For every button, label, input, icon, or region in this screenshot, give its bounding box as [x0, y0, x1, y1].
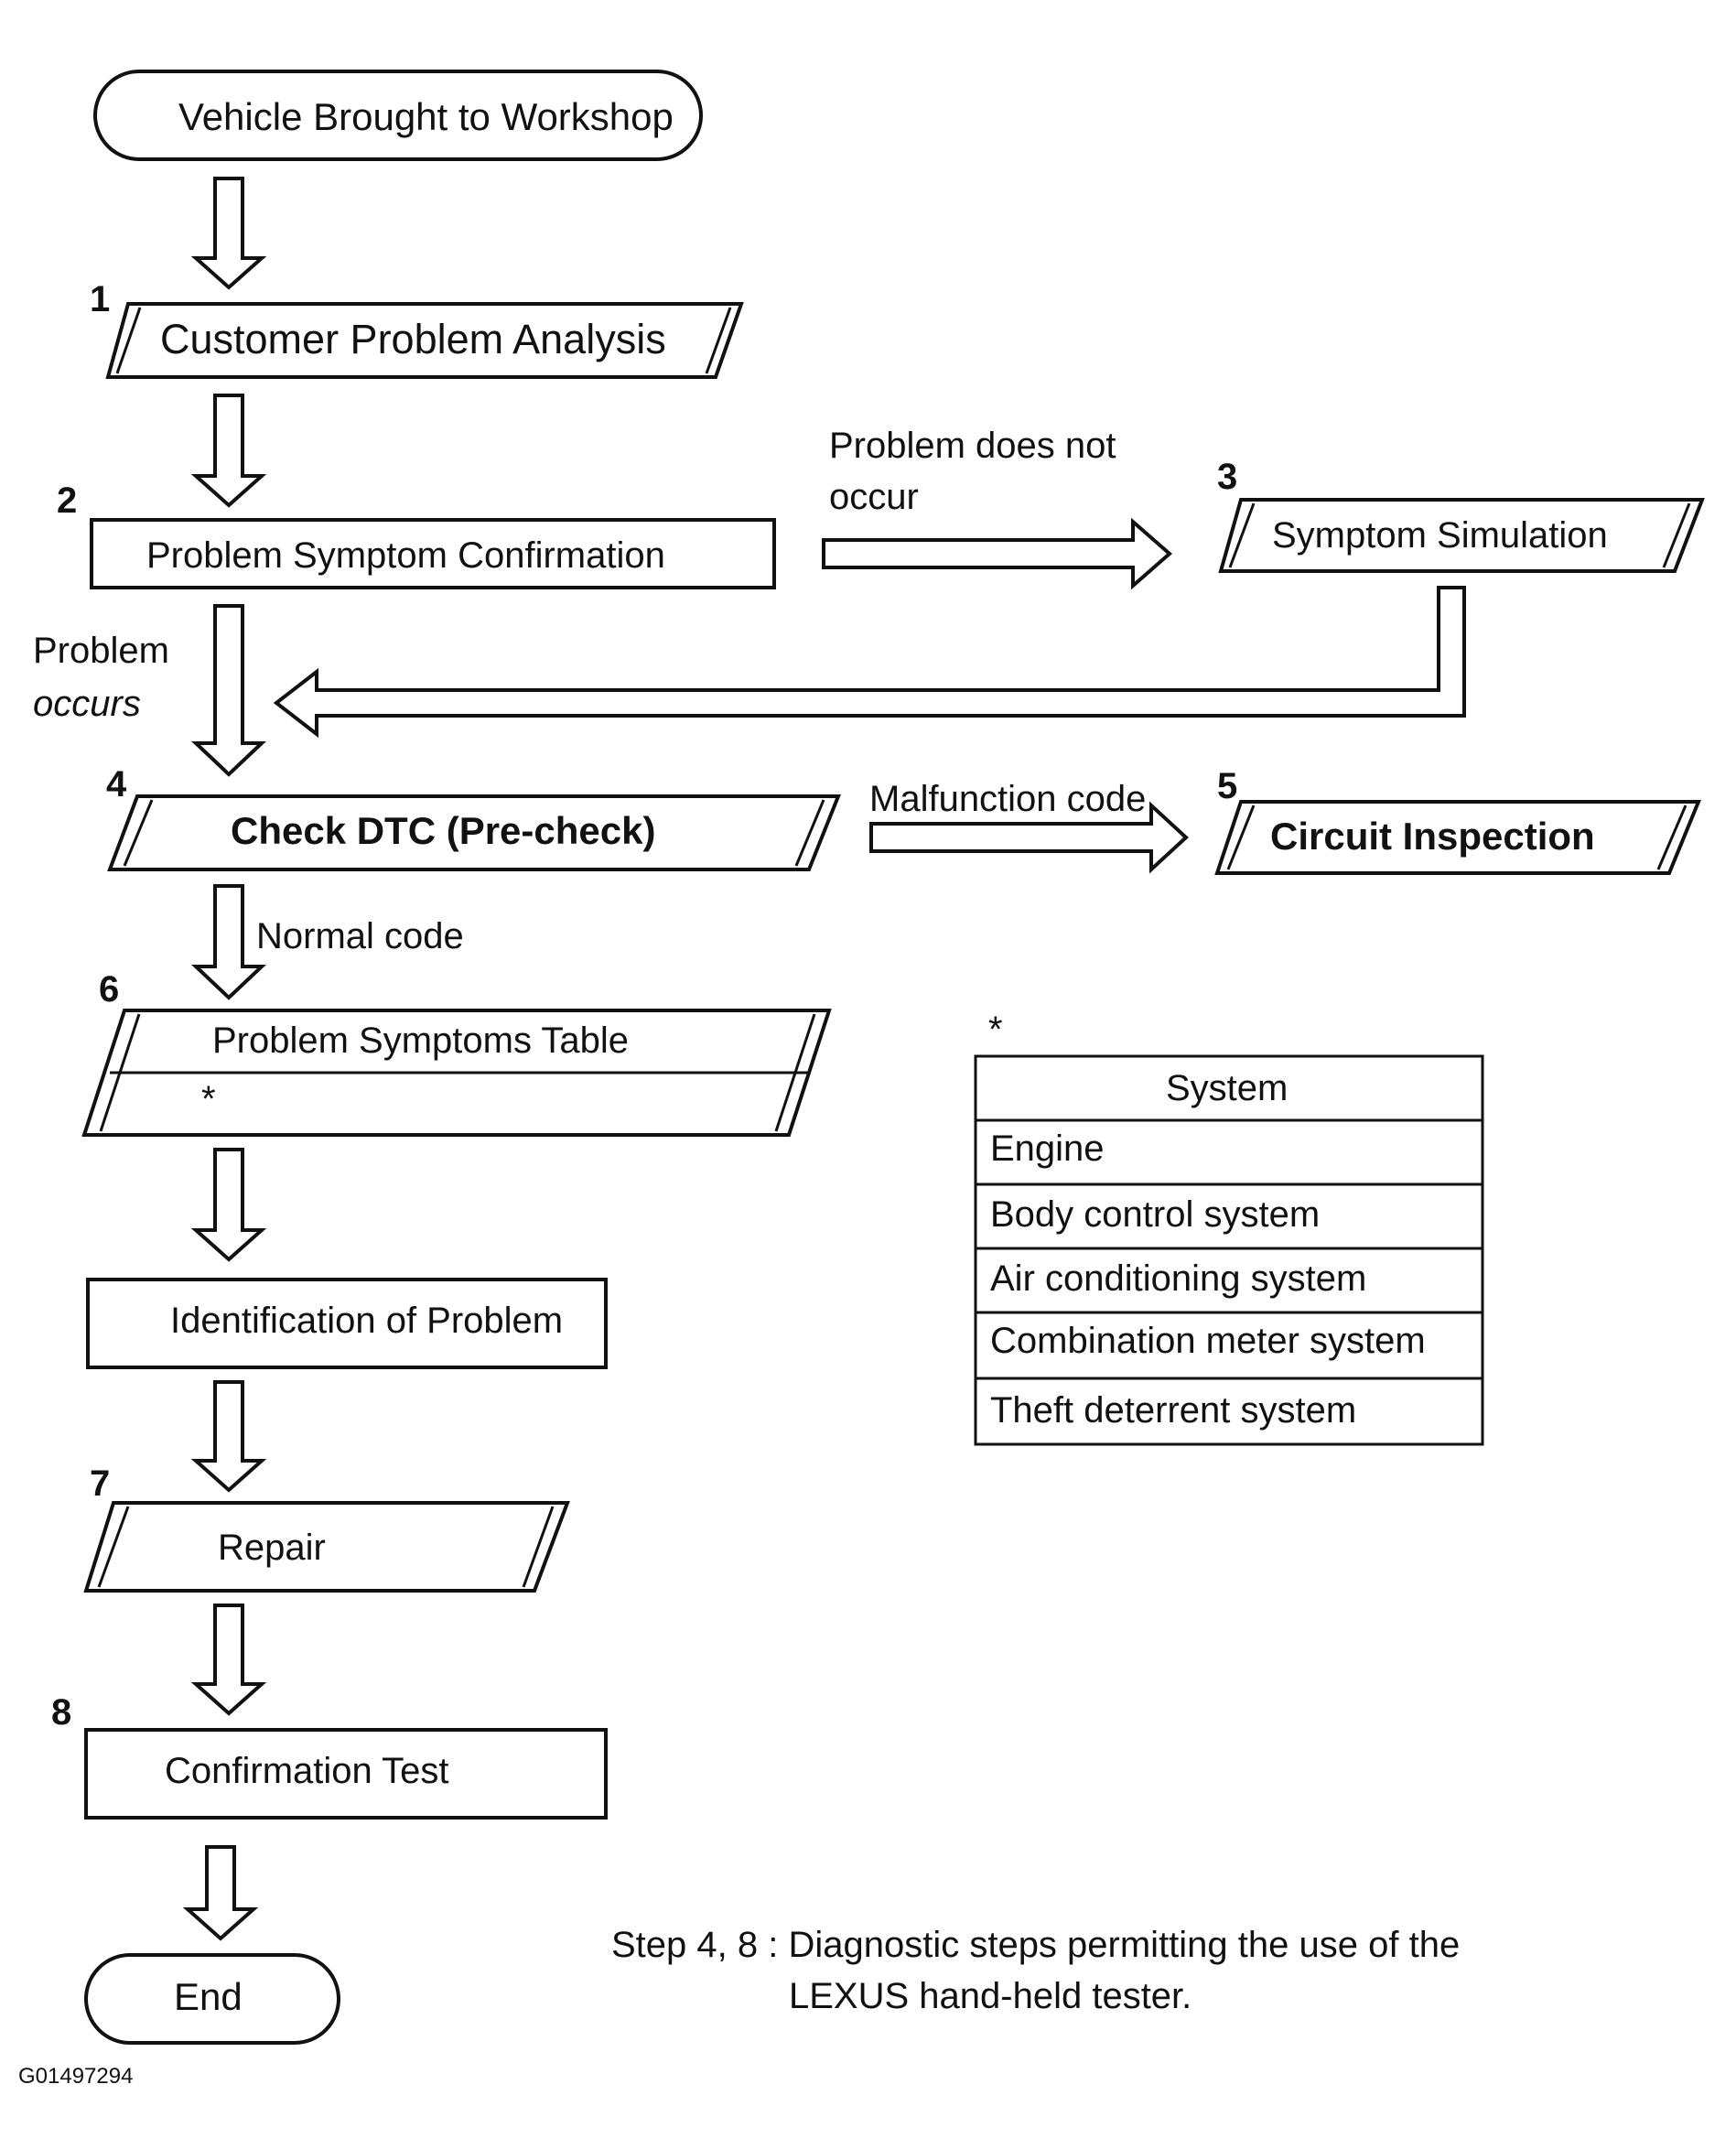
- arrow-down: [190, 1380, 267, 1493]
- step-8-shape: [84, 1728, 608, 1820]
- step-6-label: Problem Symptoms Table: [212, 1021, 629, 1061]
- arrow-down: [190, 1604, 267, 1716]
- arrow-right: [869, 801, 1189, 874]
- identification-label: Identification of Problem: [170, 1301, 563, 1341]
- step-1-number: 1: [90, 279, 110, 319]
- step-4-shape: [107, 794, 841, 871]
- end-label: End: [174, 1975, 243, 2018]
- step-1-inner-line: [115, 307, 142, 374]
- step-2-number: 2: [57, 481, 77, 521]
- start-terminator: [93, 70, 703, 161]
- footnote-line-2: LEXUS hand-held tester.: [789, 1976, 1191, 2016]
- system-table: [974, 1054, 1484, 1446]
- edge-label-malfunction: Malfunction code: [869, 779, 1146, 819]
- edge-label-not-occur: occur: [829, 477, 919, 517]
- step-8-number: 8: [51, 1692, 71, 1733]
- arrow-return: [273, 586, 1466, 739]
- step-8-label: Confirmation Test: [165, 1751, 449, 1791]
- step-4-inner-line: [794, 799, 825, 867]
- identification-shape: [86, 1278, 608, 1369]
- arrow-down: [182, 1845, 259, 1941]
- system-table-marker: *: [988, 1010, 1003, 1050]
- step-7-number: 7: [90, 1463, 110, 1504]
- edge-label-occurs: Problem: [33, 631, 169, 671]
- step-1-inner-line: [705, 307, 732, 374]
- arrow-right: [822, 517, 1173, 590]
- system-table-row: Combination meter system: [990, 1321, 1426, 1361]
- system-table-header: System: [1166, 1068, 1288, 1108]
- system-table-row: Air conditioning system: [990, 1258, 1366, 1299]
- step-3-shape: [1218, 498, 1705, 573]
- step-6-number: 6: [99, 969, 119, 1010]
- step-5-inner-line: [1226, 805, 1256, 870]
- step-4-inner-line: [123, 799, 154, 867]
- system-table-row: Theft deterrent system: [990, 1390, 1356, 1431]
- step-3-number: 3: [1217, 457, 1237, 497]
- step-3-inner-line: [1662, 502, 1691, 568]
- step-5-number: 5: [1217, 766, 1237, 806]
- step-7-inner-line: [97, 1506, 130, 1588]
- step-2-shape: [90, 518, 776, 589]
- start-label: Vehicle Brought to Workshop: [178, 95, 674, 138]
- arrow-down: [190, 884, 267, 1000]
- edge-label-normal: Normal code: [256, 916, 464, 956]
- step-5-inner-line: [1656, 805, 1687, 870]
- step-5-shape: [1214, 800, 1701, 875]
- arrow-down: [190, 177, 267, 290]
- step-4-number: 4: [106, 764, 127, 805]
- system-table-row: Body control system: [990, 1194, 1320, 1235]
- arrow-down: [190, 604, 267, 777]
- edge-label-not-occur: Problem does not: [829, 426, 1116, 466]
- step-3-inner-line: [1228, 502, 1256, 568]
- step-7-label: Repair: [218, 1528, 326, 1568]
- step-1-shape: [105, 302, 744, 379]
- system-table-row: Engine: [990, 1128, 1105, 1169]
- step-4-label: Check DTC (Pre-check): [231, 809, 655, 852]
- step-1-label: Customer Problem Analysis: [160, 316, 666, 362]
- step-7-shape: [83, 1501, 570, 1593]
- edge-label-occurs: occurs: [33, 684, 141, 724]
- figure-id: G01497294: [18, 2064, 133, 2089]
- step-7-inner-line: [522, 1506, 555, 1588]
- step-3-label: Symptom Simulation: [1272, 515, 1608, 556]
- arrow-down: [190, 394, 267, 508]
- step-2-label: Problem Symptom Confirmation: [146, 535, 665, 576]
- step-6-note: *: [201, 1079, 216, 1119]
- arrow-down: [190, 1148, 267, 1262]
- step-5-label: Circuit Inspection: [1270, 815, 1595, 858]
- footnote-line-1: Step 4, 8 : Diagnostic steps permitting …: [611, 1925, 1460, 1965]
- end-terminator: [84, 1953, 340, 2045]
